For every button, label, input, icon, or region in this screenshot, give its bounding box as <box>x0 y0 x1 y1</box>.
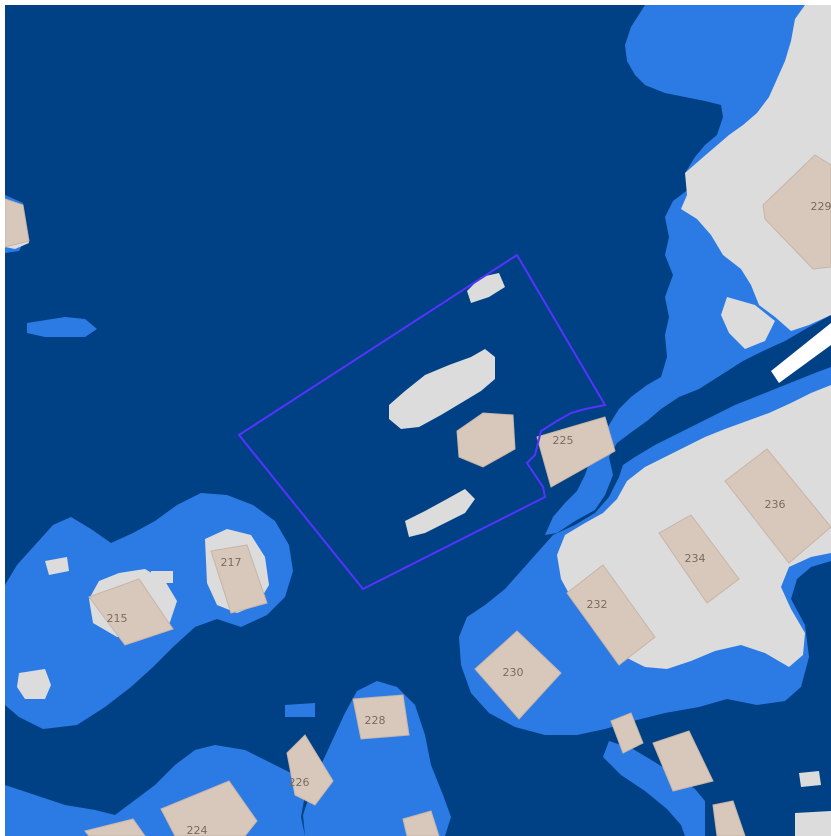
building-229[interactable] <box>762 154 831 270</box>
building-outbuilding[interactable] <box>456 412 516 468</box>
building-215[interactable] <box>88 578 174 646</box>
building-small-s5[interactable] <box>402 810 440 836</box>
building-label: 225 <box>553 434 574 447</box>
building-labels: 217 215 225 229 236 234 232 230 228 226 … <box>107 200 831 836</box>
building-label: 229 <box>811 200 831 213</box>
parcel-outline[interactable] <box>237 253 607 591</box>
building-label: 224 <box>187 824 208 836</box>
building-226[interactable] <box>286 734 334 806</box>
road <box>771 323 831 383</box>
map-viewport[interactable]: 217 215 225 229 236 234 232 230 228 226 … <box>5 5 831 836</box>
building-label: 215 <box>107 612 128 625</box>
building-label: 217 <box>221 556 242 569</box>
flood-map[interactable]: 217 215 225 229 236 234 232 230 228 226 … <box>5 5 831 836</box>
building-small-s2[interactable] <box>652 730 714 792</box>
building-label: 234 <box>685 552 706 565</box>
building-228[interactable] <box>352 694 410 740</box>
building-234[interactable] <box>658 514 740 604</box>
building-label: 230 <box>503 666 524 679</box>
building-label: 226 <box>289 776 310 789</box>
building-232[interactable] <box>566 564 656 666</box>
building-small-s4[interactable] <box>84 818 146 836</box>
selected-parcel[interactable] <box>237 253 607 591</box>
building-224[interactable] <box>160 780 258 836</box>
building-label: 232 <box>587 598 608 611</box>
building-225[interactable] <box>536 416 616 488</box>
building-small-nw[interactable] <box>5 198 30 248</box>
building-label: 236 <box>765 498 786 511</box>
building-label: 228 <box>365 714 386 727</box>
road-segment <box>771 323 831 383</box>
building-small-s3[interactable] <box>712 800 746 836</box>
buildings <box>5 154 831 836</box>
building-217[interactable] <box>210 544 268 614</box>
building-230[interactable] <box>474 630 562 720</box>
building-236[interactable] <box>724 448 831 564</box>
building-small-s1[interactable] <box>610 712 644 754</box>
